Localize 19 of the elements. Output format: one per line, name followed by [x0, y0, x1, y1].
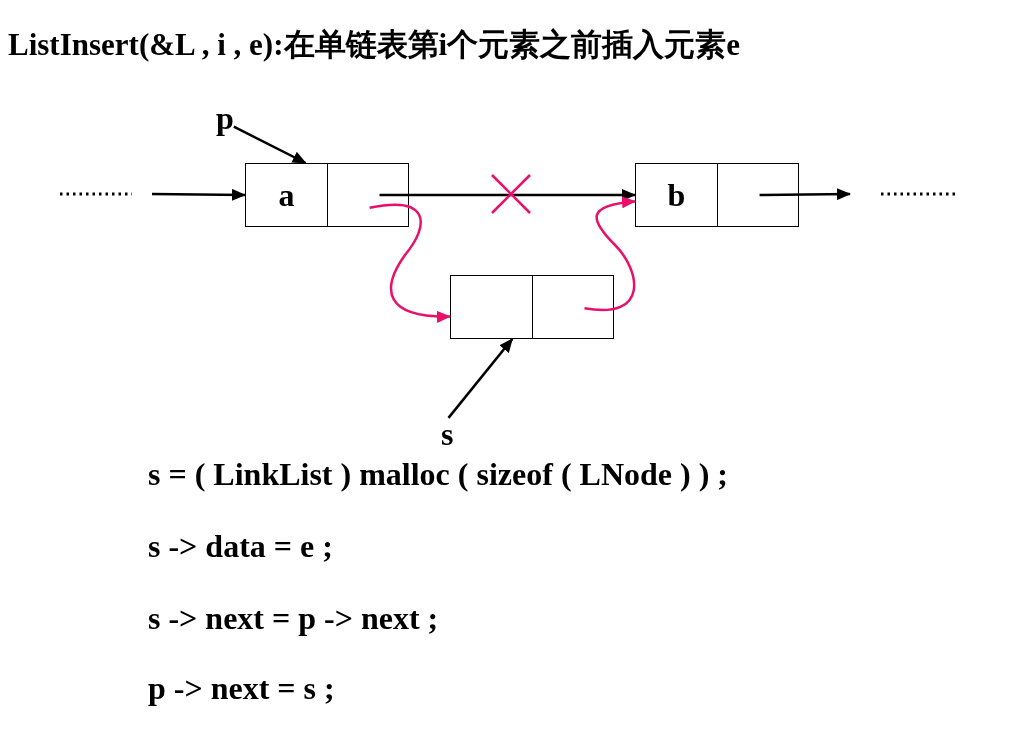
list-node: [635, 163, 799, 227]
arrow: [369, 203, 451, 323]
node-value: b: [666, 175, 687, 215]
arrow: [379, 189, 636, 201]
arrow: [759, 188, 851, 201]
code-line: s -> next = p -> next ;: [148, 600, 439, 637]
title: ListInsert(&L , i , e):在单链表第i个元素之前插入元素e: [8, 26, 740, 64]
arrow: [447, 338, 514, 419]
pointer-label: p: [216, 100, 234, 137]
node-value: a: [277, 175, 296, 215]
code-line: s -> data = e ;: [148, 528, 333, 565]
arrow: [233, 125, 307, 165]
list-node: [450, 275, 614, 339]
code-line: p -> next = s ;: [148, 670, 335, 707]
list-node: [245, 163, 409, 227]
code-line: s = ( LinkList ) malloc ( sizeof ( LNode ) ) ;: [148, 456, 728, 493]
arrow: [584, 196, 636, 312]
pointer-label: s: [441, 416, 454, 453]
arrow: [152, 188, 246, 201]
